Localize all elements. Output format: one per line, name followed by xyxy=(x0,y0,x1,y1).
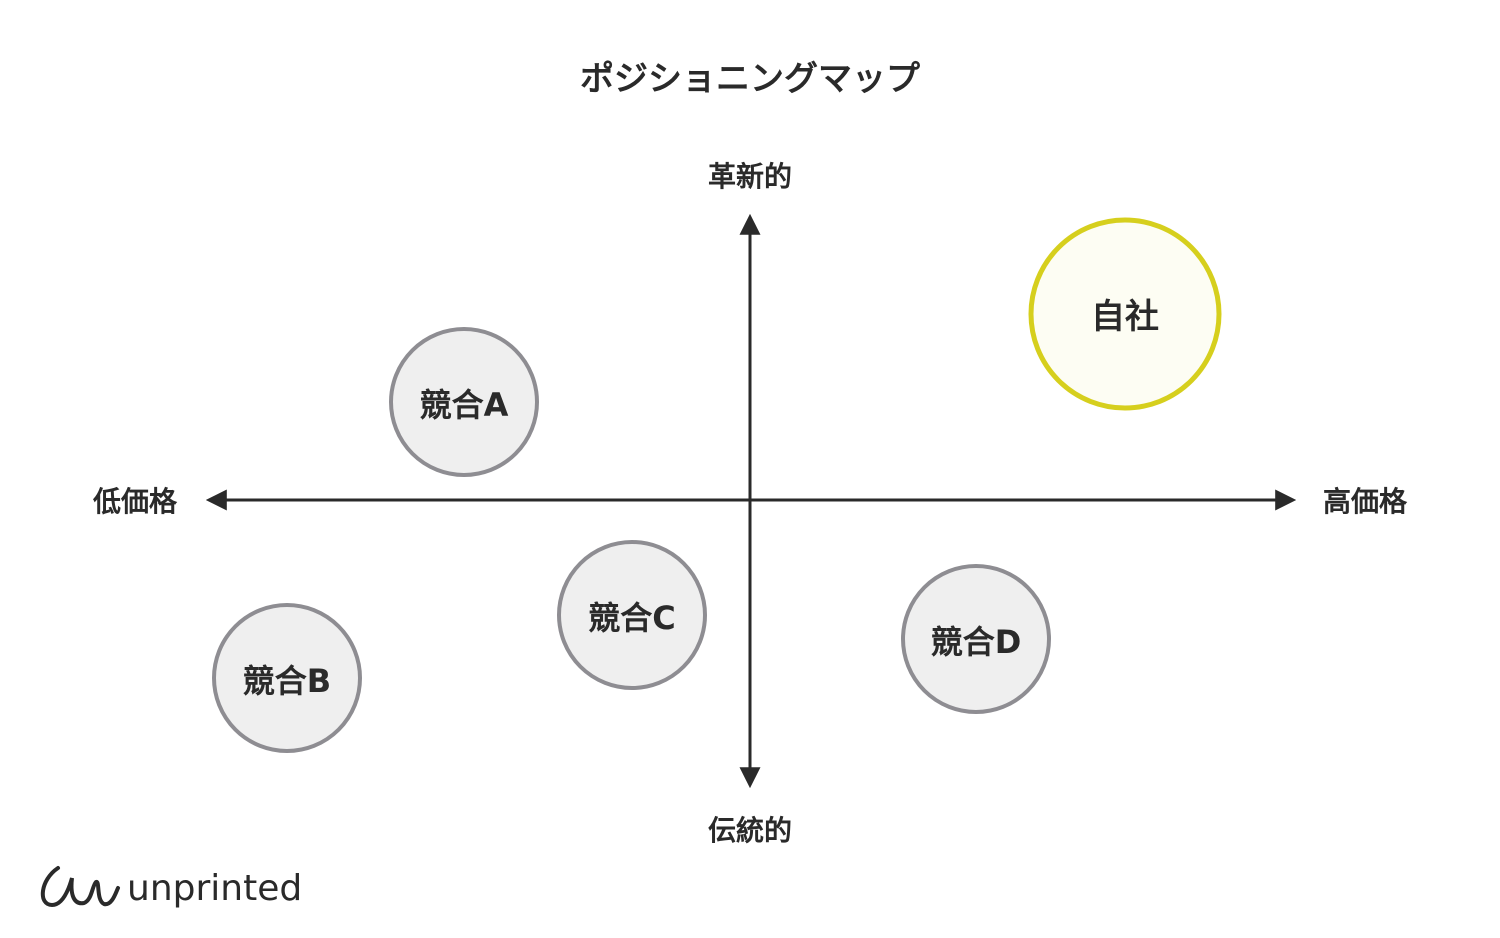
logo-text: unprinted xyxy=(127,868,302,909)
bubble-label: 競合B xyxy=(243,662,331,700)
bubble-competitor-a: 競合A xyxy=(389,327,539,477)
axis-label-left: 低価格 xyxy=(92,485,178,518)
bubble-label: 競合D xyxy=(931,623,1022,661)
bubble-label: 競合A xyxy=(420,386,509,424)
bubble-competitor-b: 競合B xyxy=(212,603,362,753)
logo: unprinted xyxy=(41,866,302,909)
axis-label-right: 高価格 xyxy=(1323,485,1408,518)
bubble-label: 競合C xyxy=(588,599,676,637)
bubble-competitor-c: 競合C xyxy=(557,540,707,690)
bubble-label: 自社 xyxy=(1091,297,1159,337)
logo-mark-icon xyxy=(41,866,120,908)
axis-label-bottom: 伝統的 xyxy=(708,814,792,847)
bubble-self: 自社 xyxy=(1028,217,1222,411)
map-title: ポジショニングマップ xyxy=(580,59,920,99)
bubble-competitor-d: 競合D xyxy=(901,564,1051,714)
axis-label-top: 革新的 xyxy=(708,160,792,193)
